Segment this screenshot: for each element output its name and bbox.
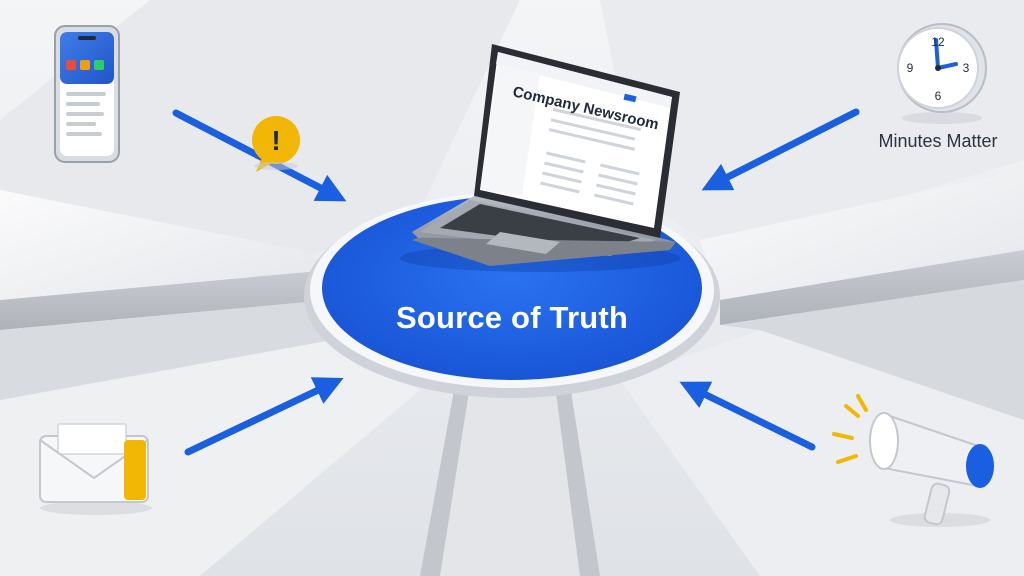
arrow-from-clock xyxy=(701,108,860,191)
laptop-icon xyxy=(400,44,680,272)
clock-icon xyxy=(897,23,987,124)
megaphone-icon xyxy=(832,394,994,527)
envelope-icon xyxy=(39,423,152,515)
arrow-from-phone xyxy=(172,109,347,202)
clock-numeral-6: 6 xyxy=(935,89,942,103)
arrow-from-megaphone xyxy=(679,381,816,451)
phone-icon xyxy=(54,25,120,163)
clock-numeral-3: 3 xyxy=(963,61,970,75)
warning-icon xyxy=(252,116,300,172)
arrow-from-envelope xyxy=(184,377,344,456)
warning-symbol: ! xyxy=(271,125,280,156)
clock-numeral-9: 9 xyxy=(907,61,914,75)
inbound-arrows xyxy=(172,108,860,456)
clock-numeral-12: 12 xyxy=(931,35,945,49)
hub-label: Source of Truth xyxy=(395,300,629,335)
clock-caption: Minutes Matter xyxy=(878,131,998,151)
